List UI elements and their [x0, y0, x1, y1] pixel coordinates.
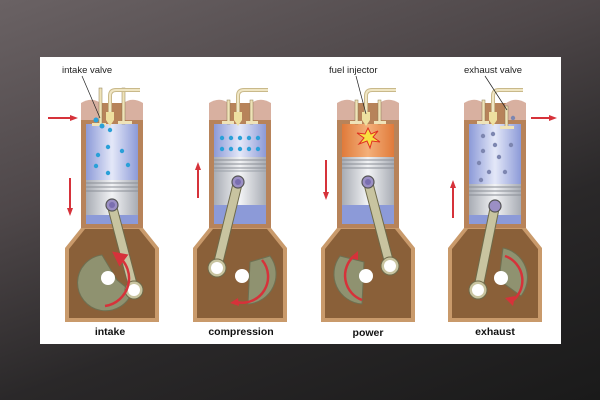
- stage-power: [321, 75, 415, 322]
- stage-compression: [193, 88, 287, 322]
- fuel-injector-label: fuel injector: [329, 65, 378, 76]
- air-fuel-dots: [93, 117, 131, 176]
- intake-valve-label: intake valve: [62, 65, 113, 76]
- exhaust-valve-label: exhaust valve: [464, 65, 523, 76]
- stage-label-exhaust: exhaust: [475, 326, 515, 338]
- stage-label-power: power: [352, 327, 384, 339]
- stage-label-compression: compression: [208, 326, 274, 338]
- stage-exhaust: [448, 75, 557, 322]
- spark-icon: [356, 126, 381, 150]
- stage-intake: [48, 75, 159, 322]
- stage-label-intake: intake: [94, 326, 126, 338]
- compressed-mixture-dots: [219, 135, 261, 152]
